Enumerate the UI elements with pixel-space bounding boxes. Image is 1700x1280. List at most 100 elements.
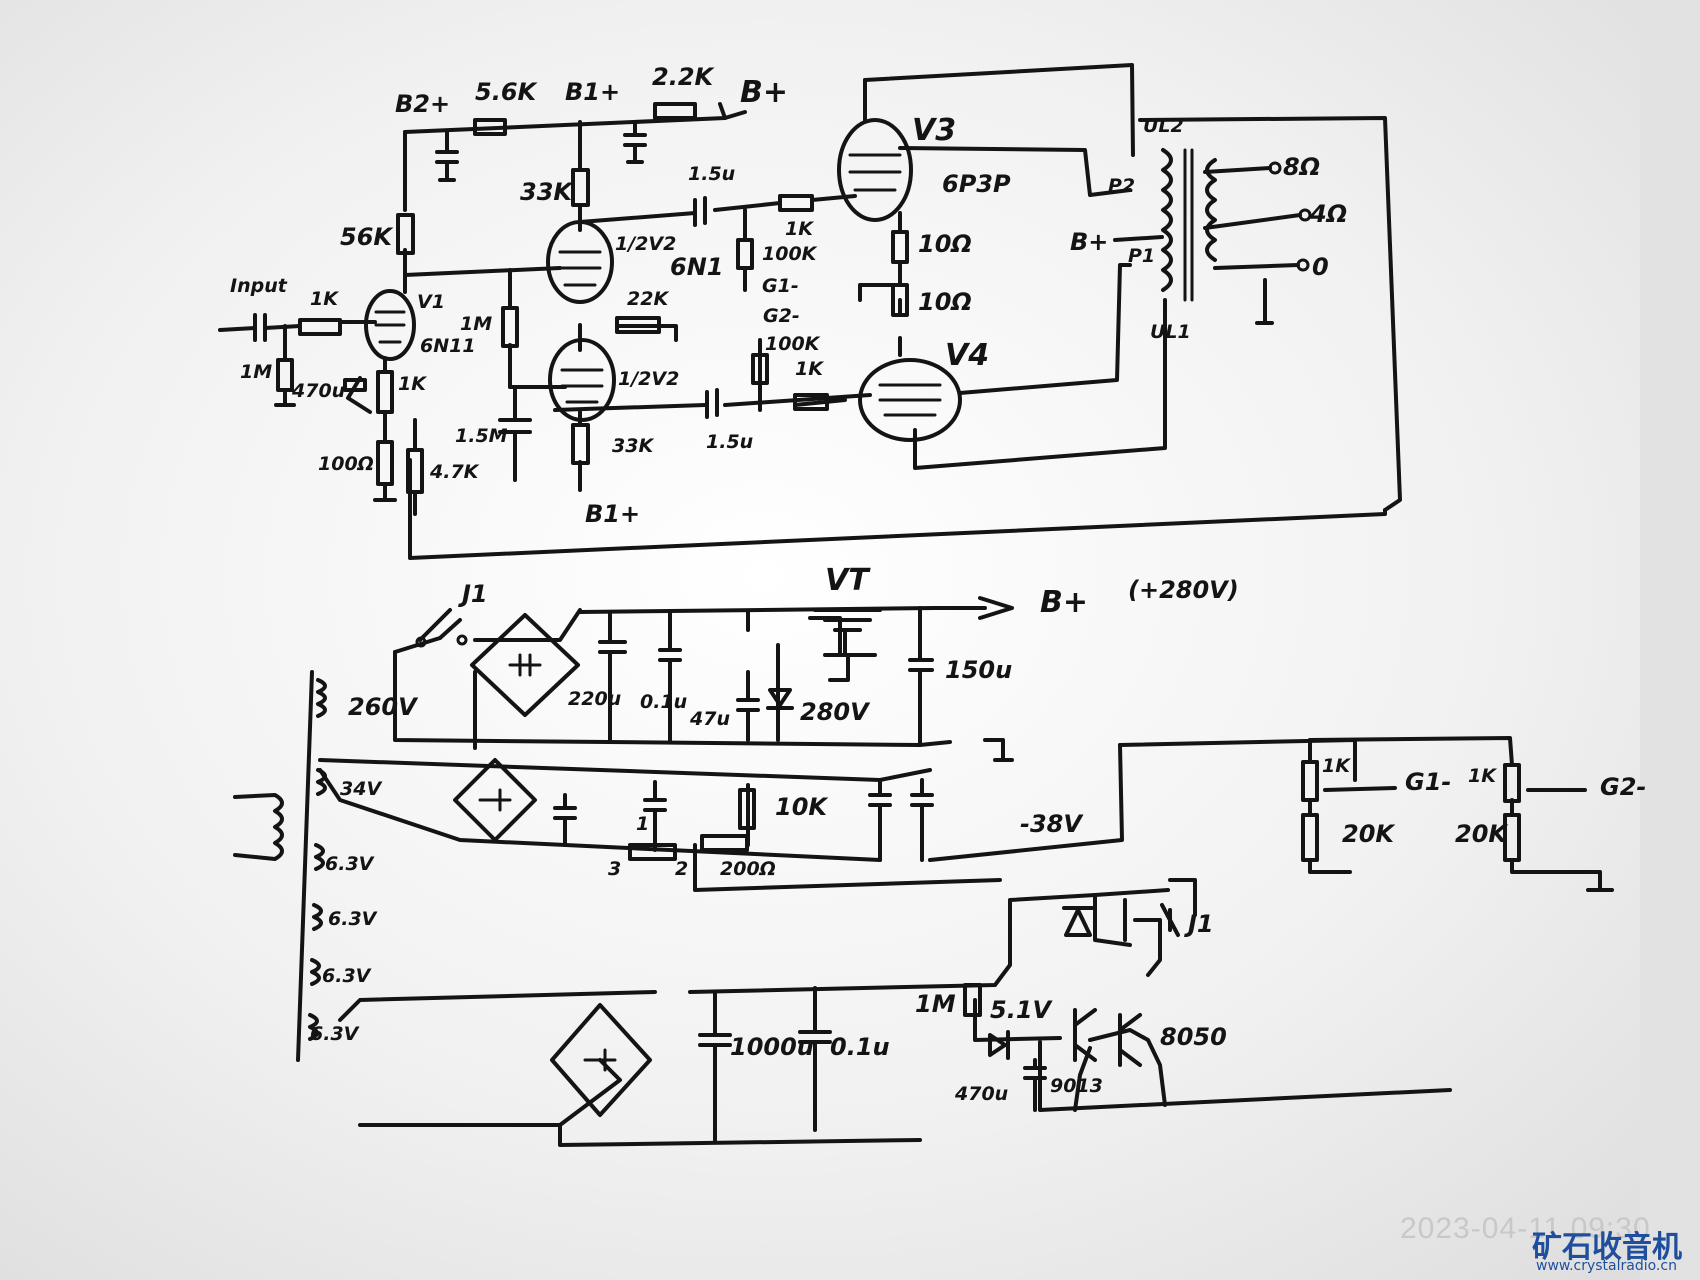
label-j1-relay: J1 — [1184, 910, 1214, 938]
label-1m-input: 1M — [240, 361, 272, 383]
label-g2-mark: G2- — [763, 305, 800, 327]
label-200-ohm: 200Ω — [720, 858, 776, 880]
label-6-3v-3: 6.3V — [322, 965, 372, 987]
label-neg-38v: -38V — [1020, 810, 1084, 838]
label-ul1: UL1 — [1150, 321, 1191, 343]
label-1k-bias1: 1K — [1322, 755, 1351, 777]
resistor-200-ohm — [700, 834, 749, 852]
zener-280v — [766, 688, 794, 710]
resistor-10-ohm-top — [891, 230, 909, 264]
label-6n1-top: 6N1 — [670, 253, 723, 281]
label-b2plus: B2+ — [395, 90, 450, 118]
amplifier-labels: B2+ 5.6K B1+ 2.2K B+ 56K 33K 1.5u 1K V3 … — [230, 63, 1347, 528]
resistor-5-6k — [473, 118, 507, 136]
resistor-100k-g1 — [736, 238, 754, 270]
label-56k: 56K — [340, 223, 394, 251]
label-33k-bottom: 33K — [612, 435, 654, 457]
resistor-56k — [396, 213, 415, 255]
label-1m-mid: 1M — [460, 313, 492, 335]
label-1k-input: 1K — [310, 288, 339, 310]
label-6-3v-2: 6.3V — [328, 908, 378, 930]
coil-6-3v-1 — [314, 843, 325, 871]
coil-6-3v-4 — [308, 1013, 319, 1041]
transistor-9013 — [1073, 1008, 1097, 1062]
label-100-ohm: 100Ω — [318, 453, 374, 475]
label-0-1u-top: 0.1u — [640, 691, 687, 713]
label-half-v2-top: 1/2V2 — [615, 233, 676, 255]
mosfet-vt — [813, 608, 882, 657]
transistor-8050 — [1118, 1013, 1142, 1067]
label-100k-g2: 100K — [765, 333, 821, 355]
label-47u: 47u — [689, 708, 730, 730]
label-280v-zener: 280V — [800, 698, 871, 726]
bridge-rectifier-hv — [470, 613, 580, 717]
label-20k-2: 20K — [1455, 820, 1509, 848]
label-6-3v-1: 6.3V — [325, 853, 375, 875]
capacitor-470u-cathode — [343, 378, 367, 392]
watermark-logo: 矿石收音机 — [1532, 1230, 1682, 1265]
resistor-10-ohm-bottom — [891, 283, 909, 317]
label-bplus-supply: B+ — [1040, 585, 1088, 620]
coil-260v — [316, 678, 327, 718]
label-j1-top: J1 — [458, 580, 488, 608]
label-6n11: 6N11 — [420, 335, 476, 357]
label-33k-top: 33K — [520, 178, 574, 206]
label-pin-2: 2 — [675, 858, 688, 880]
resistor-22k — [615, 316, 661, 334]
relay-contact-j1 — [418, 608, 452, 642]
label-1-5m: 1.5M — [455, 425, 508, 447]
vacuum-tubes — [364, 118, 962, 442]
resistor-1k-g1 — [778, 194, 814, 212]
label-10k: 10K — [775, 793, 829, 821]
paper-edge — [1640, 0, 1700, 1280]
label-22k: 22K — [627, 288, 669, 310]
power-supply-labels: J1 VT B+ (+280V) 260V 220u 0.1u 150u 47u… — [310, 563, 1646, 1105]
label-v3: V3 — [912, 113, 956, 148]
label-1k-bias2: 1K — [1468, 765, 1497, 787]
label-b1plus-top: B1+ — [565, 78, 620, 106]
tube-v1 — [364, 289, 416, 361]
amplifier-wiring — [218, 63, 1402, 560]
label-1-5u-bottom: 1.5u — [706, 431, 753, 453]
tube-v2-top — [546, 220, 614, 304]
label-220u: 220u — [568, 688, 621, 710]
label-supply-voltage: (+280V) — [1128, 576, 1239, 604]
coil-6-3v-3 — [310, 958, 321, 986]
coil-6-3v-2 — [312, 903, 323, 931]
capacitor-470u-relay — [1023, 1058, 1047, 1112]
label-1000u: 1000u — [730, 1033, 814, 1061]
label-pin-3: 3 — [608, 858, 621, 880]
label-1k-cathode: 1K — [398, 373, 427, 395]
label-150u: 150u — [945, 656, 1012, 684]
label-4-7k: 4.7K — [429, 461, 480, 483]
label-5-6k: 5.6K — [475, 78, 539, 106]
resistor-1k-bias2 — [1503, 763, 1521, 803]
label-1k-g2: 1K — [795, 358, 824, 380]
resistor-1m-relay — [963, 983, 982, 1017]
label-100k-g1: 100K — [762, 243, 818, 265]
power-supply-wiring — [233, 596, 1614, 1147]
resistor-1k-g2 — [793, 393, 829, 411]
label-260v: 260V — [348, 693, 419, 721]
relay-contact-j1-bottom — [1160, 903, 1180, 937]
label-1-5u-top: 1.5u — [688, 163, 735, 185]
power-supply-components — [308, 608, 1521, 1117]
label-g1-output: G1- — [1405, 768, 1451, 796]
tube-v2-bottom — [548, 338, 616, 422]
bridge-rectifier-bias — [453, 758, 537, 842]
resistor-1k-cathode — [376, 370, 394, 414]
resistor-100k-g2 — [751, 353, 769, 385]
zener-5-1v — [988, 1030, 1010, 1060]
label-p1: P1 — [1128, 245, 1155, 267]
potentiometer-bias — [628, 843, 677, 861]
potentiometer-20k-2 — [1503, 813, 1521, 862]
label-9013: 9013 — [1050, 1075, 1103, 1097]
amplifier-resistors — [276, 102, 909, 494]
label-470u: 470u — [291, 380, 345, 402]
label-p2: P2 — [1108, 175, 1135, 197]
label-half-v2-bottom: 1/2V2 — [618, 368, 679, 390]
resistor-1k-input — [298, 318, 342, 336]
output-transformer — [1161, 148, 1312, 302]
